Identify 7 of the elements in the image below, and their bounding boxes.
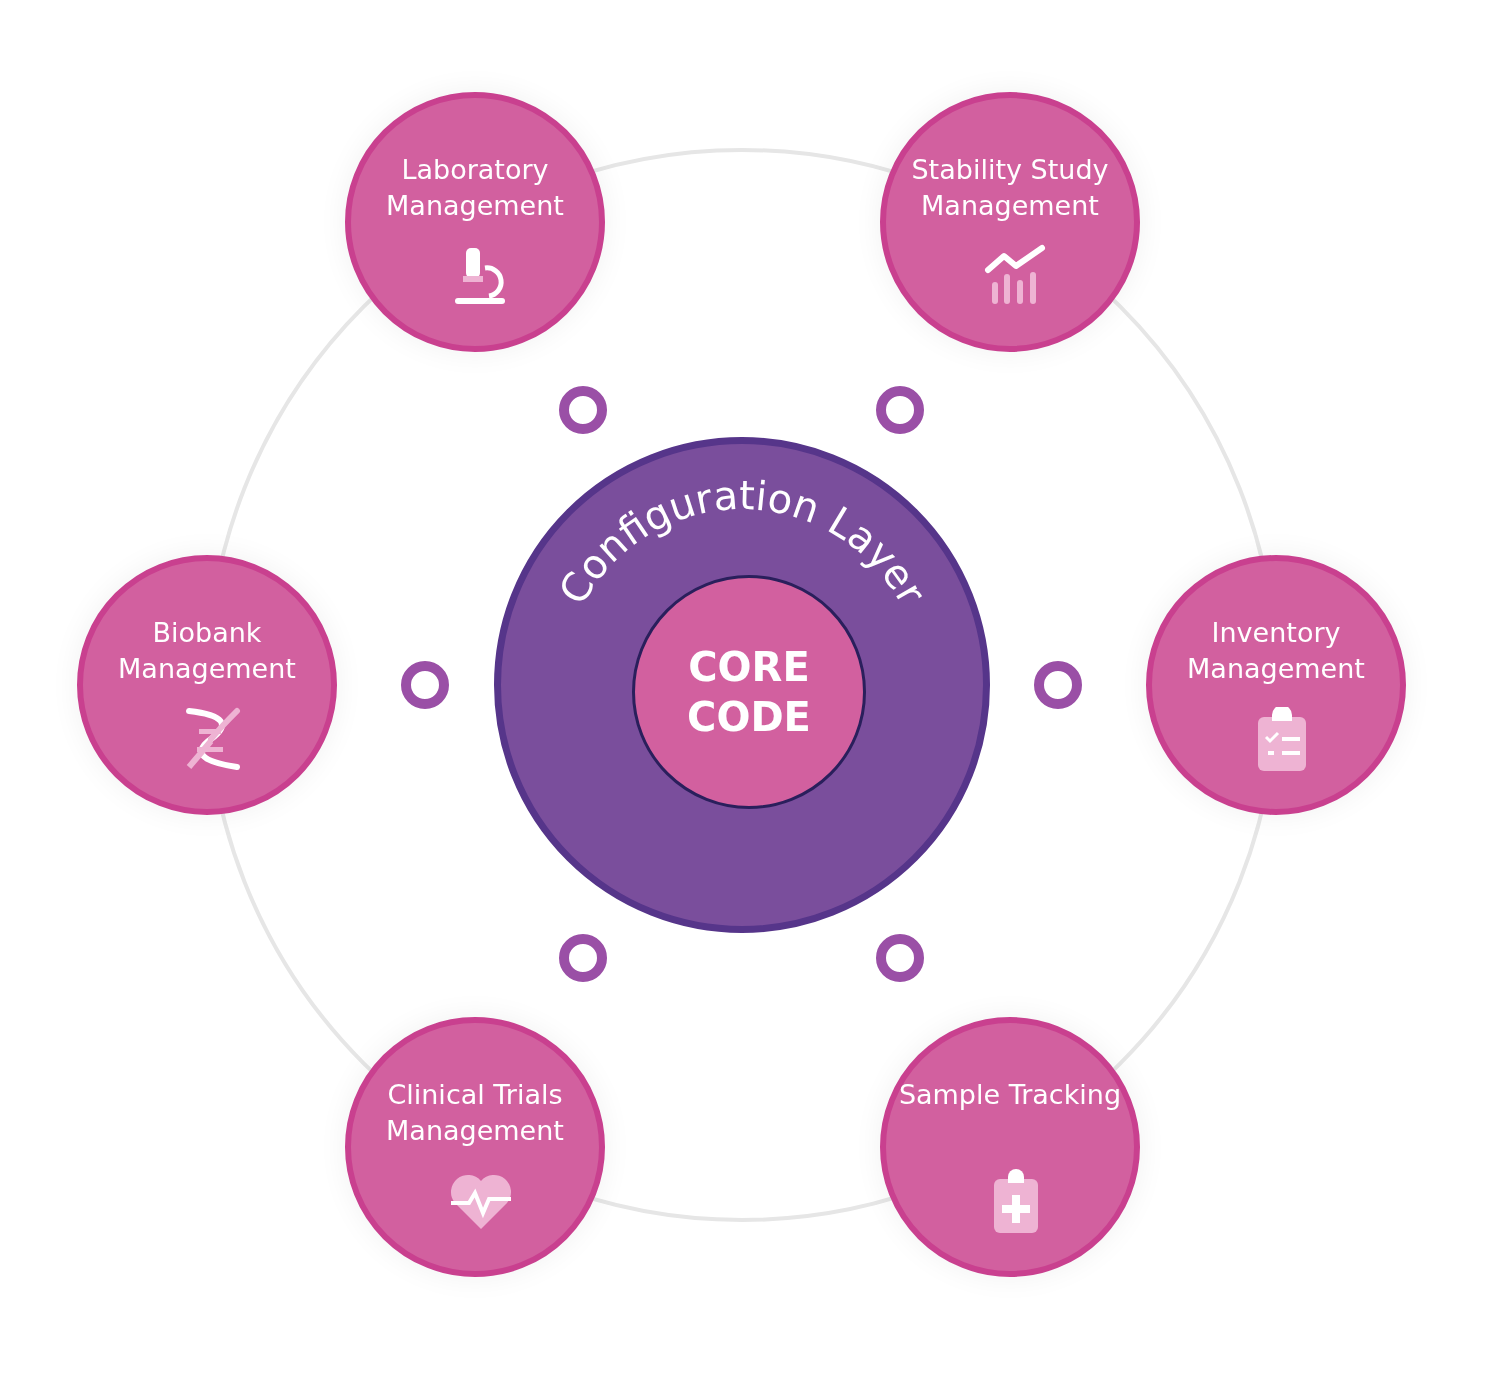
module-label: Laboratory Management <box>385 153 565 223</box>
module-label: Sample Tracking <box>897 1078 1123 1112</box>
module-label: Stability Study Management <box>910 153 1110 223</box>
module-label: Inventory Management <box>1186 616 1366 686</box>
module-label: Biobank Management <box>117 616 297 686</box>
module-label: Clinical Trials Management <box>385 1078 565 1148</box>
core-label: CORE CODE <box>686 643 812 742</box>
